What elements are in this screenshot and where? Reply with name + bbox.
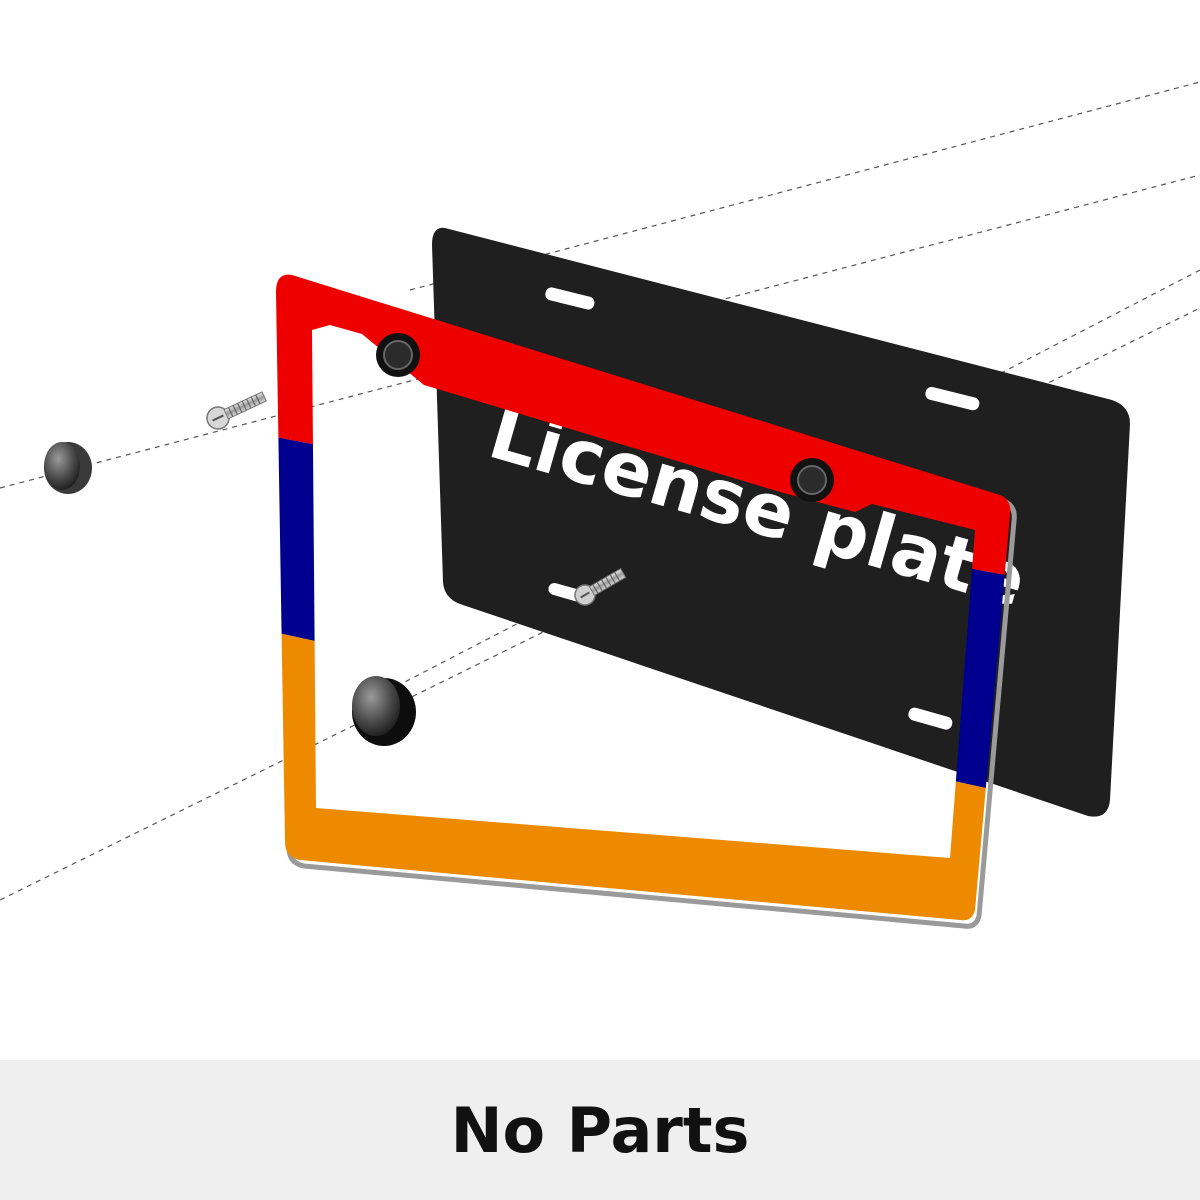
plate-slot-top-left	[545, 287, 595, 310]
screw-cap-icon	[352, 676, 416, 746]
exploded-view-drawing: License plate	[0, 81, 1200, 929]
product-illustration: License plate	[0, 81, 1200, 929]
plate-slot-bottom-left	[548, 582, 583, 602]
guide-line-bottom	[0, 307, 1200, 901]
plate-slot-top-right	[925, 386, 980, 411]
caption-text: No Parts	[450, 1093, 750, 1167]
screw-cap-icon	[44, 442, 92, 494]
license-plate: License plate	[432, 227, 1130, 817]
guide-line-top-right	[409, 81, 1200, 291]
screw-icon	[574, 567, 627, 606]
frame-hole-top-left	[376, 333, 420, 377]
plate-slot-bottom-right	[908, 707, 953, 730]
caption-bar: No Parts	[0, 1060, 1200, 1200]
screw-icon	[206, 391, 267, 430]
frame-hole-top-right	[790, 458, 834, 502]
